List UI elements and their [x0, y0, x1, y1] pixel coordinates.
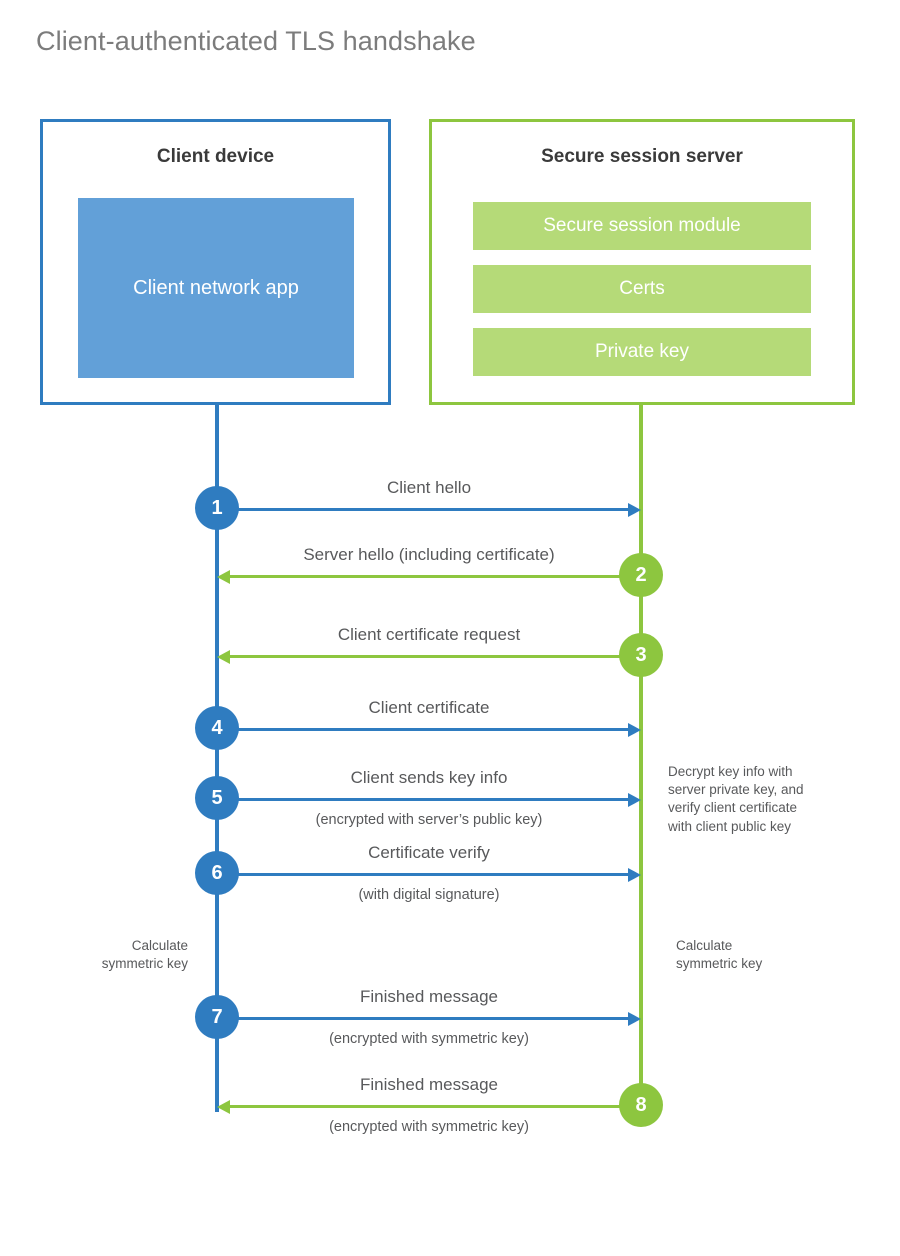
step-badge-5: 5: [195, 776, 239, 820]
step-badge-8: 8: [619, 1083, 663, 1127]
message-sublabel-8: (encrypted with symmetric key): [329, 1119, 529, 1135]
private-key-block: Private key: [473, 328, 811, 376]
step-badge-6: 6: [195, 851, 239, 895]
note-client-calculate-symmetric-key: Calculate symmetric key: [101, 938, 188, 972]
arrowhead-right-icon: [628, 792, 641, 807]
message-label-5: Client sends key info: [350, 768, 508, 787]
message-line-6: [217, 873, 628, 876]
step-badge-2: 2: [619, 553, 663, 597]
arrowhead-left-icon: [217, 649, 230, 664]
actor-title-client: Client device: [156, 146, 275, 167]
message-line-5: [217, 798, 628, 801]
page-title: Client-authenticated TLS handshake: [36, 26, 476, 56]
message-line-8: [230, 1105, 641, 1108]
certs-block: Certs: [473, 265, 811, 313]
arrowhead-right-icon: [628, 1011, 641, 1026]
arrowhead-left-icon: [217, 1099, 230, 1114]
actor-title-server: Secure session server: [541, 146, 743, 167]
step-badge-4: 4: [195, 706, 239, 750]
message-label-4: Client certificate: [368, 698, 490, 717]
client-network-app-block: Client network app: [78, 198, 354, 378]
arrowhead-left-icon: [217, 569, 230, 584]
message-label-1: Client hello: [386, 478, 472, 497]
secure-session-module-block: Secure session module: [473, 202, 811, 250]
message-line-2: [230, 575, 641, 578]
message-sublabel-7: (encrypted with symmetric key): [329, 1031, 529, 1047]
message-sublabel-6: (with digital signature): [358, 887, 500, 903]
lifeline-server: [639, 405, 643, 1106]
arrowhead-right-icon: [628, 722, 641, 737]
step-badge-7: 7: [195, 995, 239, 1039]
message-label-7: Finished message: [360, 987, 498, 1006]
arrowhead-right-icon: [628, 867, 641, 882]
actor-box-server: Secure session server Secure session mod…: [429, 119, 855, 405]
message-line-1: [217, 508, 628, 511]
message-label-6: Certificate verify: [368, 843, 490, 862]
message-line-3: [230, 655, 641, 658]
message-label-3: Client certificate request: [337, 625, 521, 644]
arrowhead-right-icon: [628, 502, 641, 517]
actor-box-client: Client device Client network app: [40, 119, 391, 405]
message-line-4: [217, 728, 628, 731]
lifeline-client: [215, 405, 219, 1112]
message-label-2: Server hello (including certificate): [303, 545, 555, 564]
message-line-7: [217, 1017, 628, 1020]
note-server-calculate-symmetric-key: Calculate symmetric key: [676, 938, 763, 972]
step-badge-3: 3: [619, 633, 663, 677]
step-badge-1: 1: [195, 486, 239, 530]
message-sublabel-5: (encrypted with server’s public key): [315, 812, 543, 828]
note-server-decrypt: Decrypt key info with server private key…: [668, 764, 804, 834]
message-label-8: Finished message: [360, 1075, 498, 1094]
